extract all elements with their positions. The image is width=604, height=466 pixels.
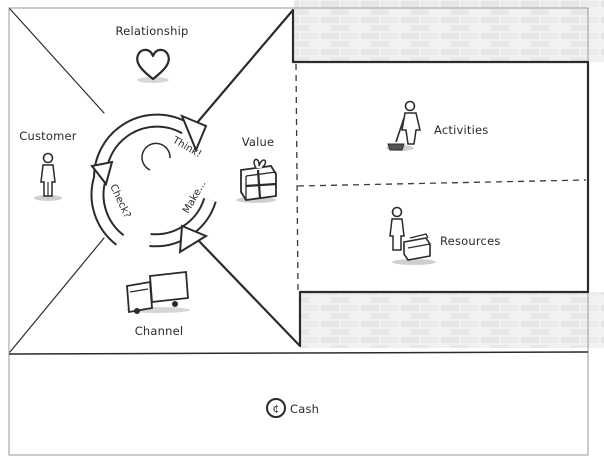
gift-icon: [236, 158, 277, 203]
cash-label: Cash: [290, 402, 319, 416]
truck-icon: [126, 271, 190, 314]
resources-label: Resources: [440, 234, 501, 248]
value-label: Value: [242, 135, 275, 149]
customer-label: Customer: [19, 129, 77, 143]
background-texture-bottom: [300, 292, 604, 348]
value-proposition-arrow: [194, 8, 590, 348]
worker-icon: [386, 100, 421, 151]
divider-line: [9, 8, 105, 114]
cycle-arrows-icon: [90, 113, 217, 254]
activities-label: Activities: [434, 123, 488, 137]
person-with-box-icon: [389, 206, 436, 265]
background-texture-top: [294, 0, 604, 62]
divider-dashed: [295, 63, 299, 291]
divider-dashed: [297, 179, 587, 187]
person-icon: [34, 152, 62, 201]
cash-divider: [8, 351, 589, 355]
channel-label: Channel: [135, 324, 184, 338]
relationship-label: Relationship: [116, 24, 189, 38]
heart-icon: [136, 48, 170, 83]
cent-coin-icon: ¢: [266, 398, 286, 418]
cash-symbol: ¢: [273, 402, 280, 415]
divider-line: [9, 237, 105, 353]
